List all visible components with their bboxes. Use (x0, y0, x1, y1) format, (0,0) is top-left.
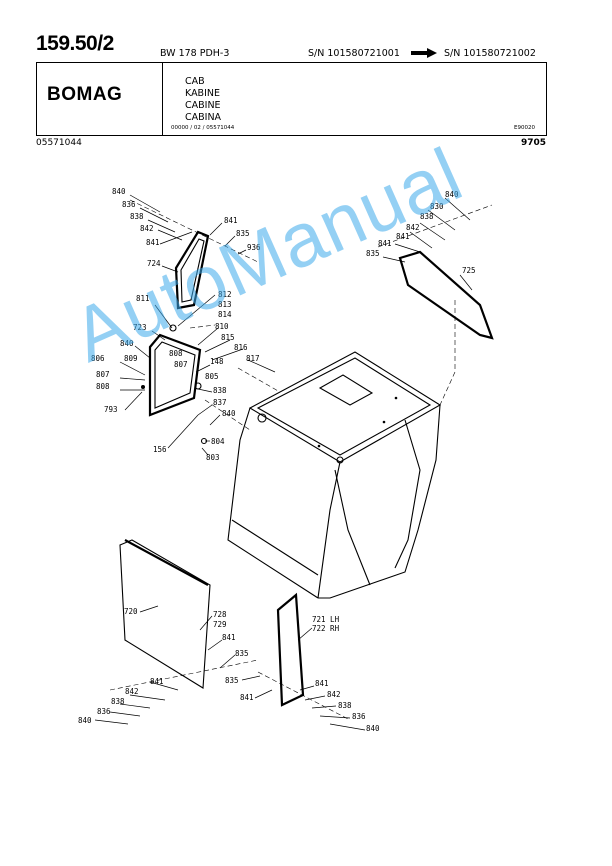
callout-815: 815 (221, 333, 235, 342)
part-number: 05571044 (36, 138, 82, 148)
callout-812: 812 (218, 290, 232, 299)
callout-817: 817 (246, 354, 260, 363)
part-725-window (398, 250, 494, 340)
callout-835: 835 (235, 649, 249, 658)
callout-807: 807 (174, 360, 188, 369)
callout-840: 840 (222, 409, 236, 418)
callout-840: 840 (366, 724, 380, 733)
title-block (36, 62, 547, 136)
title-de: KABINE (185, 88, 220, 99)
callout-841: 841 (396, 232, 410, 241)
callout-835: 835 (225, 676, 239, 685)
serial-from: S/N 101580721001 (308, 48, 400, 59)
model-designation: BW 178 PDH-3 (160, 48, 230, 59)
callout-816: 816 (234, 343, 248, 352)
callout-842: 842 (125, 687, 139, 696)
callout-838: 838 (338, 701, 352, 710)
title-it: CABINA (185, 112, 222, 123)
logo-cell (36, 62, 163, 136)
callout-836: 836 (97, 707, 111, 716)
callout-841: 841 (315, 679, 329, 688)
callout-841: 841 (378, 239, 392, 248)
part-724-window (174, 230, 210, 310)
callout-811: 811 (136, 294, 150, 303)
callout-836: 836 (352, 712, 366, 721)
callout-838: 838 (111, 697, 125, 706)
callout-838: 838 (130, 212, 144, 221)
callout-729: 729 (213, 620, 227, 629)
callout-723: 723 (133, 323, 147, 332)
part-723-window (148, 333, 202, 417)
callout-724: 724 (147, 259, 161, 268)
callout-936: 936 (247, 243, 261, 252)
callout-807: 807 (96, 370, 110, 379)
callout-722: 722 RH (312, 624, 340, 633)
callout-838: 838 (420, 212, 434, 221)
callout-814: 814 (218, 310, 232, 319)
callout-809: 809 (124, 354, 138, 363)
callout-804: 804 (211, 437, 225, 446)
callout-148: 148 (210, 357, 224, 366)
date-code: 9705 (521, 138, 547, 148)
hardware-812 (169, 324, 177, 332)
title-fr: CABINE (185, 100, 221, 111)
callout-836: 836 (122, 200, 136, 209)
callout-803: 803 (206, 453, 220, 462)
cab-body (227, 351, 442, 599)
part-724-frame (180, 238, 205, 303)
callout-835: 835 (366, 249, 380, 258)
callout-842: 842 (140, 224, 154, 233)
callout-156: 156 (153, 445, 167, 454)
callout-830: 830 (430, 202, 444, 211)
document-id: E90020 (514, 125, 535, 131)
callout-810: 810 (215, 322, 229, 331)
callout-720: 720 (124, 607, 138, 616)
title-en: CAB (185, 76, 205, 87)
part-721-722-panel (276, 592, 305, 707)
callout-841: 841 (222, 633, 236, 642)
bomag-logo: BOMAG (47, 84, 123, 105)
part-720-panel (119, 539, 211, 689)
callout-837: 837 (213, 398, 227, 407)
callout-838: 838 (213, 386, 227, 395)
callout-840: 840 (120, 339, 134, 348)
callout-840: 840 (445, 190, 459, 199)
callout-813: 813 (218, 300, 232, 309)
part-720-edge (124, 539, 209, 586)
hardware-793 (141, 385, 145, 389)
callout-841: 841 (240, 693, 254, 702)
callout-805: 805 (205, 372, 219, 381)
serial-to: S/N 101580721002 (444, 48, 536, 59)
leader-lines (94, 194, 473, 731)
serial-arrow-icon (411, 48, 437, 58)
callout-808: 808 (96, 382, 110, 391)
callout-721: 721 LH (312, 615, 340, 624)
callout-840: 840 (78, 716, 92, 725)
callout-835: 835 (236, 229, 250, 238)
callout-840: 840 (112, 187, 126, 196)
callout-725: 725 (462, 266, 476, 275)
callout-793: 793 (104, 405, 118, 414)
callout-841: 841 (150, 677, 164, 686)
callout-842: 842 (327, 690, 341, 699)
callout-841: 841 (146, 238, 160, 247)
callout-841: 841 (224, 216, 238, 225)
assembly-lines (109, 199, 493, 721)
callout-728: 728 (213, 610, 227, 619)
callout-842: 842 (406, 223, 420, 232)
callout-806: 806 (91, 354, 105, 363)
page-number: 159.50/2 (36, 32, 114, 55)
callout-808: 808 (169, 349, 183, 358)
document-reference: 00000 / 02 / 05571044 (171, 125, 235, 131)
part-723-frame (154, 341, 196, 409)
